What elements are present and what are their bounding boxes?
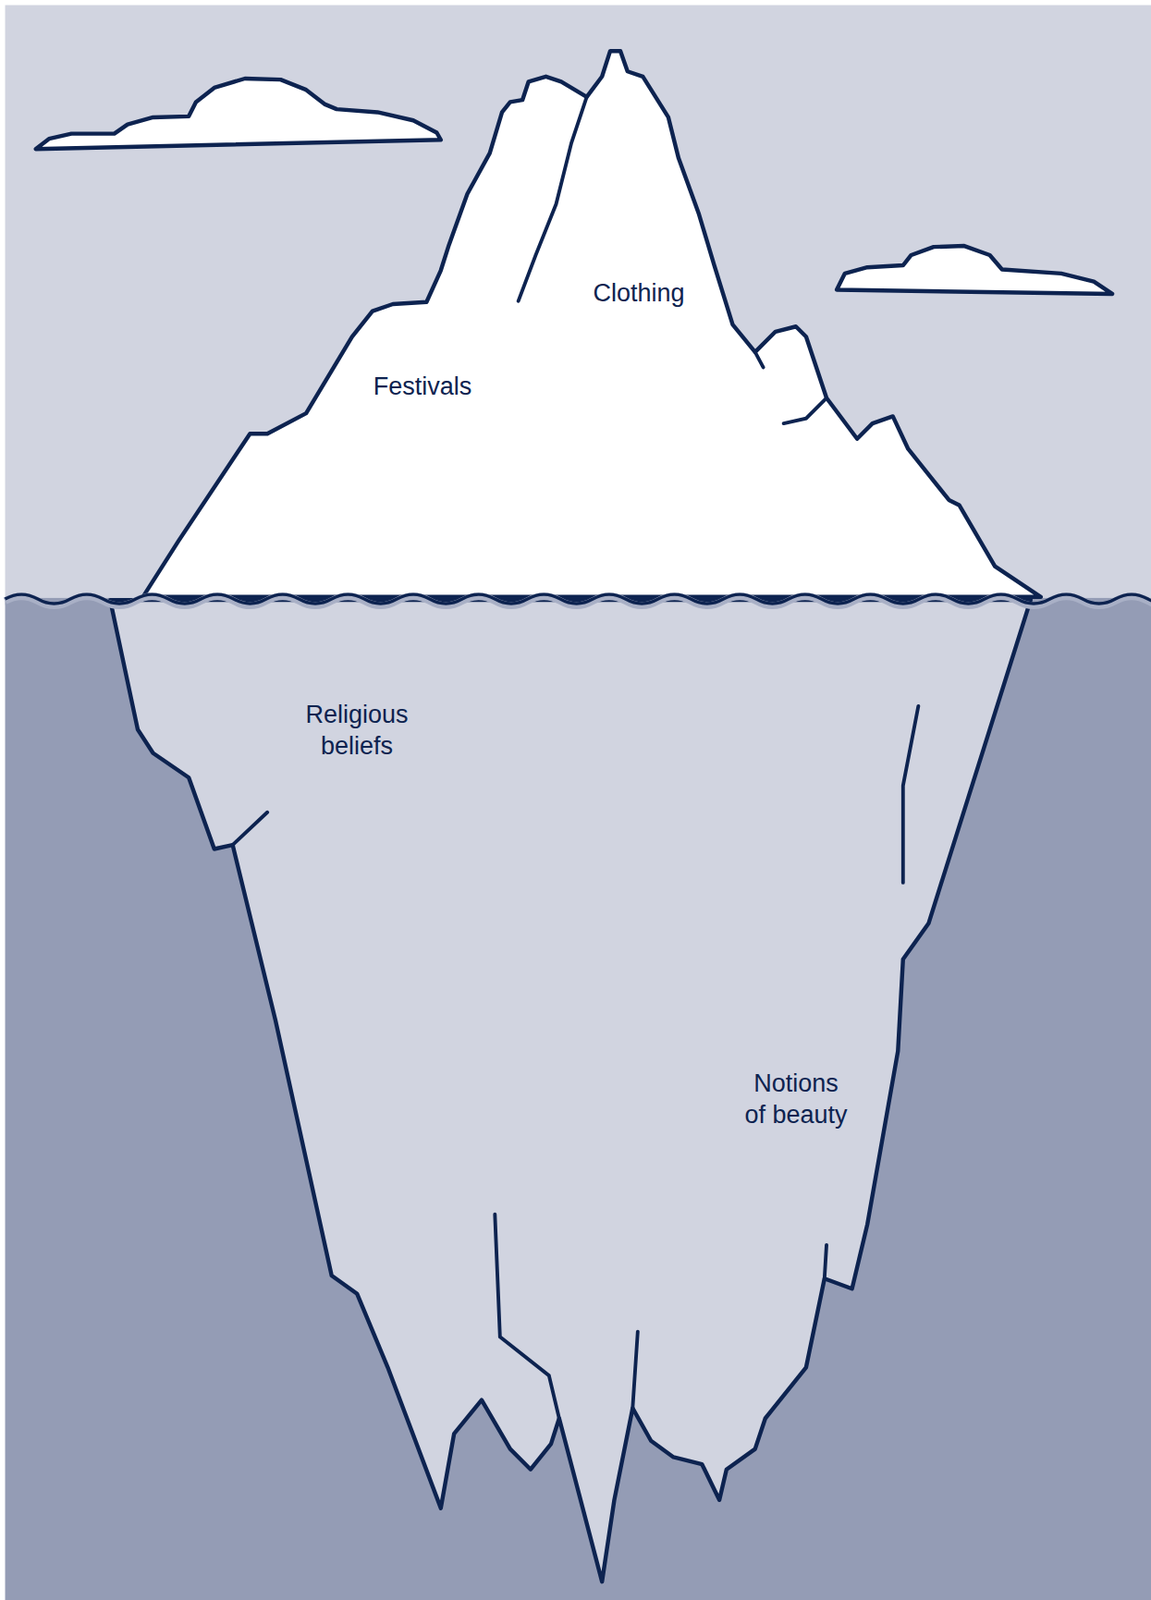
sky [5,5,1151,606]
cloud [836,245,1113,294]
iceberg-label: Clothing [546,278,732,310]
iceberg-label: Religious beliefs [303,699,411,763]
water [5,598,1151,1600]
ice-crack [232,706,919,1420]
cloud [36,78,441,149]
waterline [5,594,1151,604]
iceberg-label: Festivals [330,371,515,404]
submerged-ice [110,599,1031,1582]
visible-ice [143,50,1041,598]
ice-crack [518,97,827,424]
iceberg-label: Notions of beauty [742,1068,850,1132]
